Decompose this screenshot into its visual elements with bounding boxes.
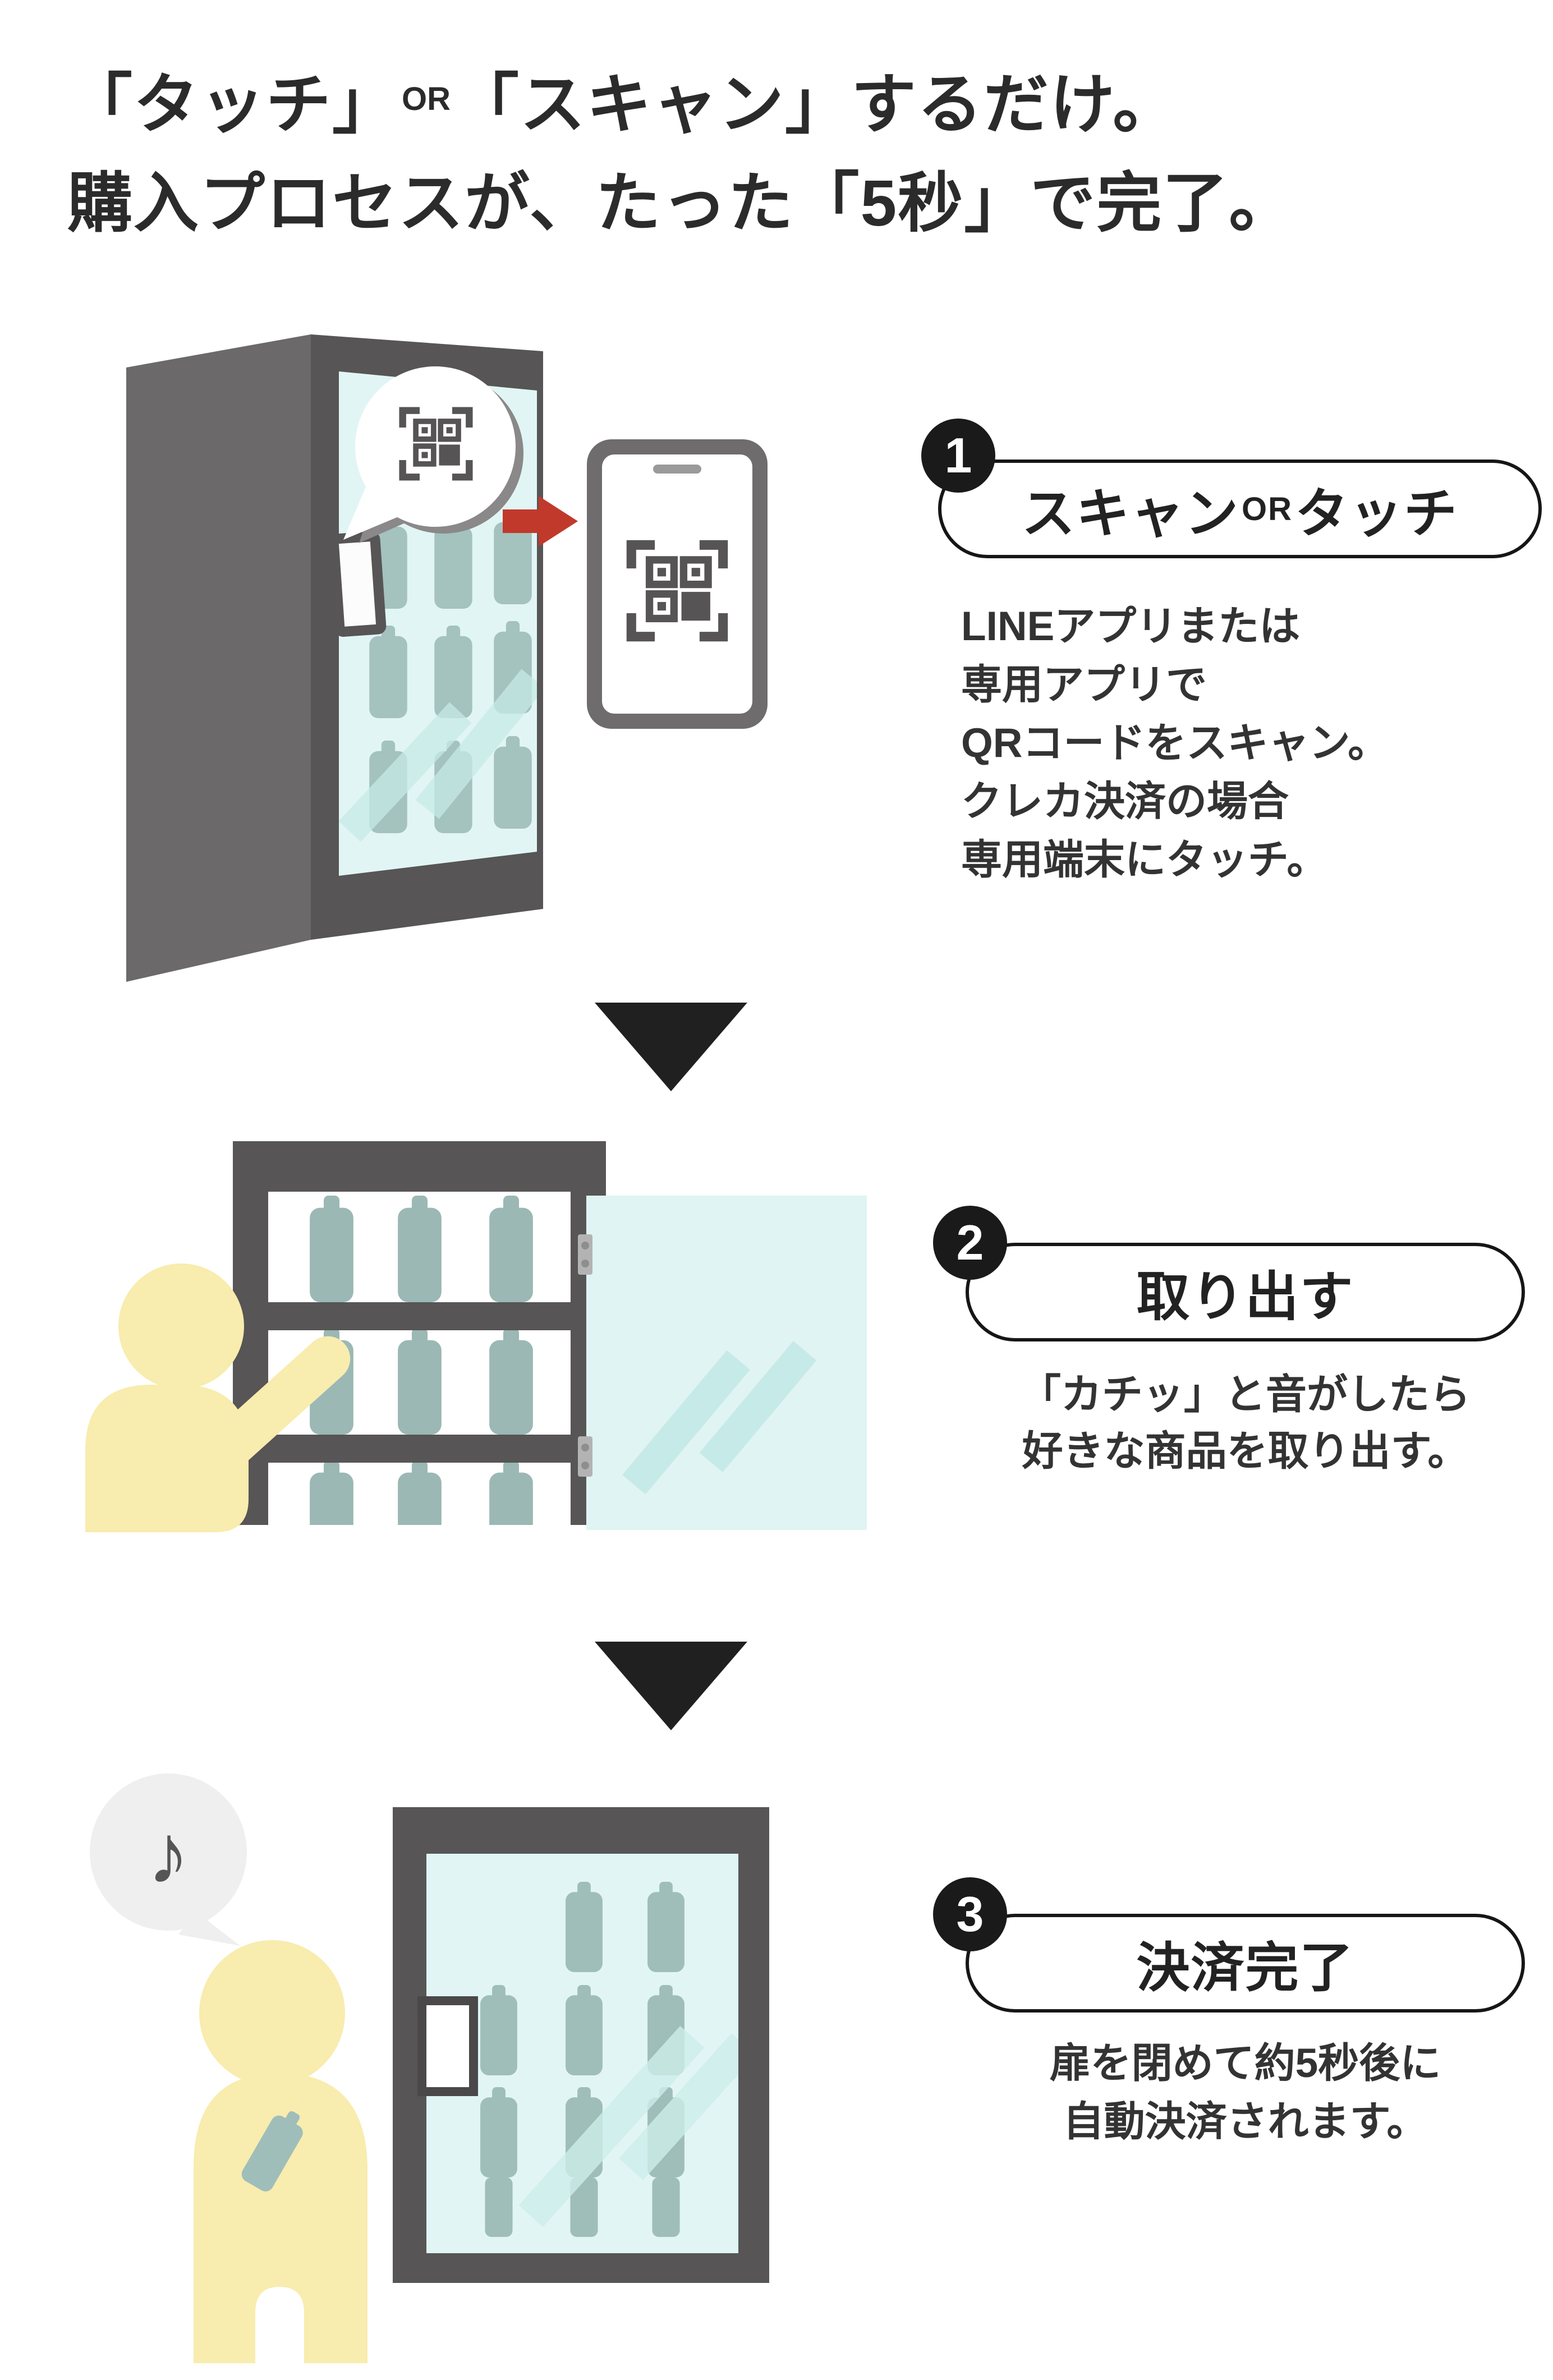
step3-title-pill: 決済完了 [966, 1914, 1525, 2013]
step2-pill-label: 取り出す [1136, 1267, 1354, 1327]
phone-speaker [653, 465, 701, 474]
bottle [398, 1460, 442, 1525]
person-legs-gap [255, 2287, 304, 2363]
step3-description: 扉を閉めて約5秒後に 自動決済されます。 [966, 2034, 1525, 2151]
step1-desc-line: 専用アプリで [961, 662, 1207, 707]
step1-desc-line: 専用端末にタッチ。 [961, 837, 1328, 883]
black-triangle-down-icon [595, 1642, 747, 1730]
step1-desc-line: LINEアプリまたは [961, 604, 1301, 649]
open-fridge-contents [310, 1196, 533, 1525]
fridge-shelf-bar [268, 1302, 571, 1330]
fridge-side-panel [126, 334, 311, 982]
glass-shine-stripe [619, 2033, 738, 2180]
speech-bubble-tail [343, 487, 405, 540]
bottle [310, 1460, 353, 1525]
bottle [398, 1196, 442, 1302]
hinge-screw [581, 1462, 589, 1469]
sound-bubble [90, 1773, 247, 1931]
step2-number-badge: 2 [933, 1206, 1007, 1280]
step1-desc-line: クレカ決済の場合 [961, 779, 1289, 824]
red-arrow-right-icon [503, 496, 578, 546]
bottle [489, 1328, 533, 1435]
glass-shine-stripe [622, 1350, 750, 1495]
glass-shine-stripe [339, 702, 472, 842]
door-shine-group [622, 1341, 817, 1495]
door-handle [417, 1996, 478, 2096]
sound-bubble-tail [178, 1912, 240, 1946]
step1-title-pill: スキャン OR タッチ [938, 460, 1542, 558]
step1-pill-prefix: スキャン [1021, 484, 1239, 544]
step2-desc-line: 好きな商品を取り出す。 [1022, 1428, 1469, 1474]
page-title: 「タッチ」 OR 「スキャン」するだけ。 購入プロセスが、たった「5秒」で完了。 [67, 49, 1295, 247]
step1-pill-or: OR [1242, 490, 1293, 527]
bottle [652, 2170, 680, 2237]
bottle [489, 1460, 533, 1525]
bottle [398, 1328, 442, 1435]
title-or-text: OR [402, 80, 451, 117]
bottle [647, 1882, 684, 1972]
person-head [199, 1940, 345, 2086]
title-line2-text: 購入プロセスが、たった「5秒」で完了。 [67, 167, 1295, 240]
bottle [434, 626, 472, 718]
title-touch-text: 「タッチ」 [67, 68, 398, 141]
fridge-shelf-bar [268, 1435, 571, 1463]
step2-number: 2 [956, 1215, 984, 1270]
person-body [85, 1385, 249, 1532]
step3-desc-line: 扉を閉めて約5秒後に [1049, 2041, 1441, 2086]
bottle [566, 1985, 603, 2075]
bottle [494, 736, 532, 829]
music-note-icon: ♪ [148, 1807, 190, 1901]
bottle [485, 2170, 513, 2237]
step1-description: LINEアプリまたは 専用アプリで QRコードをスキャン。 クレカ決済の場合 専… [961, 598, 1389, 889]
step1-pill-suffix: タッチ [1295, 484, 1459, 544]
step1-number: 1 [944, 428, 972, 483]
step2-desc-line: 「カチッ」と音がしたら [1020, 1372, 1471, 1417]
person-head [118, 1263, 244, 1389]
glass-shine-stripe [699, 1341, 817, 1472]
closed-fridge-contents [480, 1882, 738, 2237]
step3-number-badge: 3 [933, 1877, 1007, 1951]
door-hinge [578, 1234, 592, 1275]
step1-illustration [126, 334, 768, 982]
bottle [480, 2087, 517, 2177]
step3-desc-line: 自動決済されます。 [1063, 2099, 1428, 2144]
bottle [489, 1196, 533, 1302]
bottle [480, 1985, 517, 2075]
glass-shine-stripe [415, 669, 537, 819]
page-title-line1: 「タッチ」 OR 「スキャン」するだけ。 [67, 49, 1295, 148]
black-triangle-down-icon [595, 1003, 747, 1091]
person-body [194, 2073, 367, 2363]
step1-desc-line: QRコードをスキャン。 [961, 720, 1389, 766]
step1-number-badge: 1 [921, 419, 995, 493]
page-title-line2: 購入プロセスが、たった「5秒」で完了。 [67, 148, 1295, 247]
bottle [310, 1196, 353, 1302]
step2-title-pill: 取り出す [966, 1243, 1525, 1341]
bottle [566, 1882, 603, 1972]
door-handle [328, 531, 387, 637]
fridge-contents [339, 512, 537, 842]
bottle [369, 626, 407, 718]
hinge-screw [581, 1260, 589, 1267]
step2-illustration [85, 1141, 867, 1532]
step2-description: 「カチッ」と音がしたら 好きな商品を取り出す。 [966, 1366, 1525, 1480]
step3-number: 3 [956, 1886, 984, 1942]
step3-illustration: ♪ [90, 1773, 769, 2363]
door-hinge [578, 1436, 592, 1477]
hinge-screw [581, 1242, 589, 1249]
glass-shine-stripe [518, 2025, 705, 2227]
title-scan-text: 「スキャン」するだけ。 [454, 68, 1179, 141]
hinge-screw [581, 1444, 589, 1451]
step3-pill-label: 決済完了 [1136, 1938, 1354, 1998]
